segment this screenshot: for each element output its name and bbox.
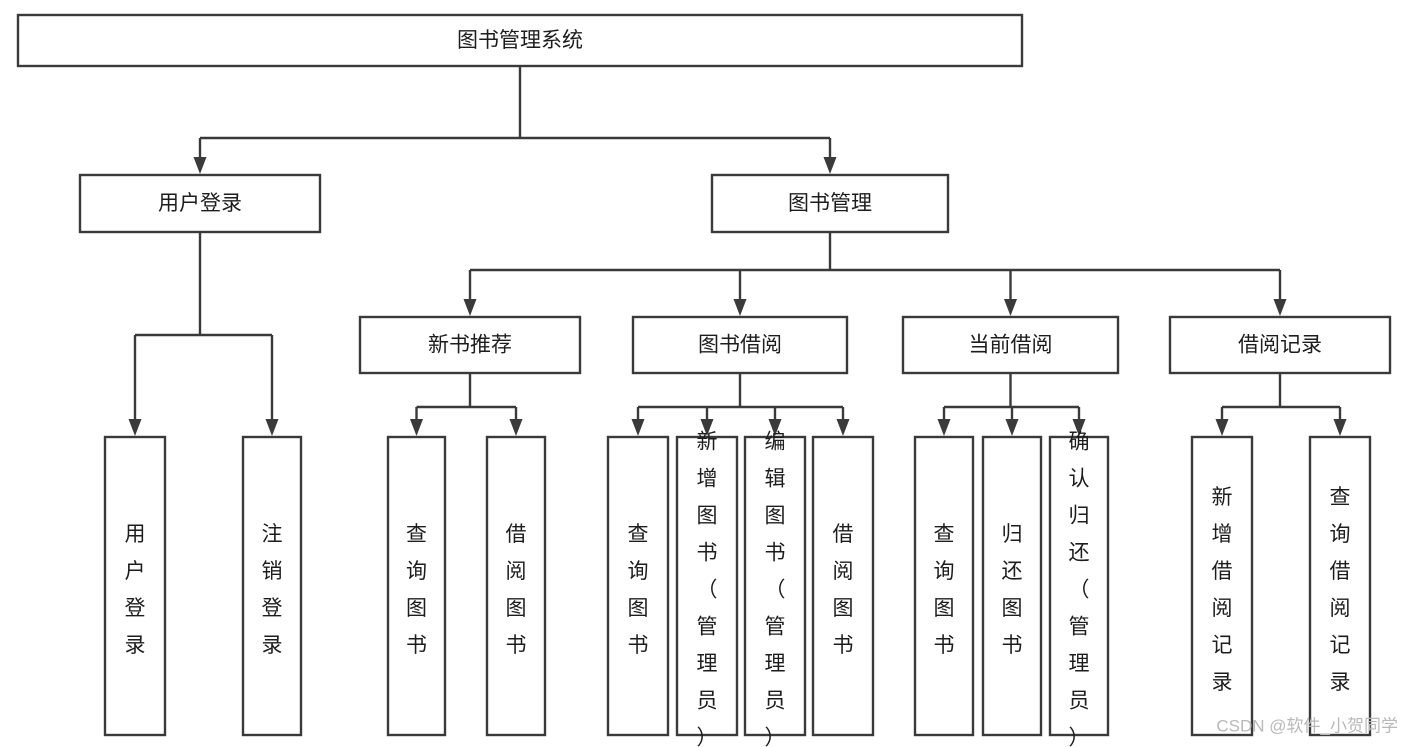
node-label-leaf-query-book-c: 查询图书 xyxy=(934,523,955,657)
node-leaf-borrow-book-a[interactable]: 借阅图书 xyxy=(485,435,547,737)
arrow-head-icon xyxy=(836,419,850,436)
node-box-leaf-logout[interactable] xyxy=(241,435,303,737)
node-box-leaf-query-record[interactable] xyxy=(1308,435,1372,737)
node-leaf-query-book-a[interactable]: 查询图书 xyxy=(386,435,447,737)
arrow-head-icon xyxy=(733,299,747,316)
node-box-leaf-add-record[interactable] xyxy=(1190,435,1254,737)
node-leaf-borrow-book-b[interactable]: 借阅图书 xyxy=(811,435,875,737)
csdn-watermark: CSDN @软件_小贺同学 xyxy=(1216,716,1398,735)
node-box-leaf-borrow-book-b[interactable] xyxy=(811,435,875,737)
arrow-head-icon xyxy=(410,419,423,436)
arrow-head-icon xyxy=(1004,299,1017,316)
node-box-root[interactable] xyxy=(16,13,1024,68)
node-new-book-recommend[interactable]: 新书推荐 xyxy=(358,315,582,375)
node-label-leaf-query-book-a: 查询图书 xyxy=(406,523,427,657)
node-box-leaf-confirm-return[interactable] xyxy=(1048,435,1110,737)
arrow-head-icon xyxy=(823,157,837,174)
node-label-leaf-edit-book: 编辑图书（管理员） xyxy=(765,430,786,747)
arrow-head-icon xyxy=(1273,299,1287,316)
node-label-leaf-borrow-book-a: 借阅图书 xyxy=(506,523,527,657)
node-label-borrow-record: 借阅记录 xyxy=(1238,334,1322,357)
arrow-head-icon xyxy=(128,419,142,436)
node-leaf-edit-book[interactable]: 编辑图书（管理员） xyxy=(743,430,807,747)
node-leaf-confirm-return[interactable]: 确认归还（管理员） xyxy=(1048,430,1110,747)
connector-group-book-borrow xyxy=(631,373,850,436)
arrow-head-icon xyxy=(768,419,782,436)
connector-group-borrow-record xyxy=(1215,373,1347,436)
node-box-leaf-return-book[interactable] xyxy=(981,435,1043,737)
arrow-head-icon xyxy=(631,419,645,436)
connector-group-current-borrow xyxy=(937,373,1086,436)
node-leaf-add-record[interactable]: 新增借阅记录 xyxy=(1190,435,1254,737)
node-leaf-query-record[interactable]: 查询借阅记录 xyxy=(1308,435,1372,737)
node-box-leaf-query-book-c[interactable] xyxy=(913,435,975,737)
node-label-user-login: 用户登录 xyxy=(158,192,242,215)
node-box-borrow-record[interactable] xyxy=(1168,315,1392,375)
node-label-root: 图书管理系统 xyxy=(457,29,583,52)
node-current-borrow[interactable]: 当前借阅 xyxy=(901,315,1120,375)
node-borrow-record[interactable]: 借阅记录 xyxy=(1168,315,1392,375)
arrow-head-icon xyxy=(1215,419,1229,436)
node-box-user-login[interactable] xyxy=(78,173,322,234)
node-label-leaf-return-book: 归还图书 xyxy=(1002,523,1023,657)
connector-group-root xyxy=(193,66,837,174)
node-box-leaf-query-book-b[interactable] xyxy=(606,435,670,737)
node-leaf-add-book[interactable]: 新增图书（管理员） xyxy=(675,430,739,747)
node-leaf-user-login[interactable]: 用户登录 xyxy=(103,435,167,737)
arrow-head-icon xyxy=(937,419,951,436)
node-label-leaf-add-book: 新增图书（管理员） xyxy=(697,430,718,747)
node-box-leaf-query-book-a[interactable] xyxy=(386,435,447,737)
node-label-leaf-query-record: 查询借阅记录 xyxy=(1330,486,1351,694)
node-layer: 图书管理系统用户登录图书管理新书推荐图书借阅当前借阅借阅记录用户登录注销登录查询… xyxy=(16,13,1392,747)
node-book-management[interactable]: 图书管理 xyxy=(710,173,950,234)
arrow-head-icon xyxy=(700,419,714,436)
connector-group-book-management xyxy=(463,232,1287,316)
node-leaf-query-book-c[interactable]: 查询图书 xyxy=(913,435,975,737)
node-book-borrow[interactable]: 图书借阅 xyxy=(631,315,849,375)
node-leaf-return-book[interactable]: 归还图书 xyxy=(981,435,1043,737)
node-label-leaf-add-record: 新增借阅记录 xyxy=(1212,486,1233,694)
node-label-leaf-borrow-book-b: 借阅图书 xyxy=(833,523,854,657)
connector-group-new-book-recommend xyxy=(410,373,523,436)
arrow-head-icon xyxy=(1072,419,1086,436)
node-user-login[interactable]: 用户登录 xyxy=(78,173,322,234)
node-label-book-borrow: 图书借阅 xyxy=(698,334,782,357)
node-box-leaf-edit-book[interactable] xyxy=(743,435,807,737)
node-box-leaf-user-login[interactable] xyxy=(103,435,167,737)
node-label-leaf-confirm-return: 确认归还（管理员） xyxy=(1069,430,1090,747)
node-box-book-management[interactable] xyxy=(710,173,950,234)
node-label-book-management: 图书管理 xyxy=(788,192,872,215)
node-root[interactable]: 图书管理系统 xyxy=(16,13,1024,68)
node-label-leaf-user-login: 用户登录 xyxy=(125,523,146,657)
node-leaf-query-book-b[interactable]: 查询图书 xyxy=(606,435,670,737)
node-label-leaf-query-book-b: 查询图书 xyxy=(628,523,649,657)
node-label-leaf-logout: 注销登录 xyxy=(262,523,283,657)
node-label-current-borrow: 当前借阅 xyxy=(969,334,1053,357)
node-box-leaf-borrow-book-a[interactable] xyxy=(485,435,547,737)
node-leaf-logout[interactable]: 注销登录 xyxy=(241,435,303,737)
connector-layer xyxy=(128,66,1347,436)
node-box-new-book-recommend[interactable] xyxy=(358,315,582,375)
arrow-head-icon xyxy=(509,419,523,436)
arrow-head-icon xyxy=(463,299,477,316)
node-box-current-borrow[interactable] xyxy=(901,315,1120,375)
node-label-new-book-recommend: 新书推荐 xyxy=(428,334,512,357)
arrow-head-icon xyxy=(265,419,279,436)
node-box-book-borrow[interactable] xyxy=(631,315,849,375)
arrow-head-icon xyxy=(193,157,207,174)
arrow-head-icon xyxy=(1005,419,1019,436)
arrow-head-icon xyxy=(1333,419,1347,436)
node-box-leaf-add-book[interactable] xyxy=(675,435,739,737)
connector-group-user-login xyxy=(128,232,279,436)
